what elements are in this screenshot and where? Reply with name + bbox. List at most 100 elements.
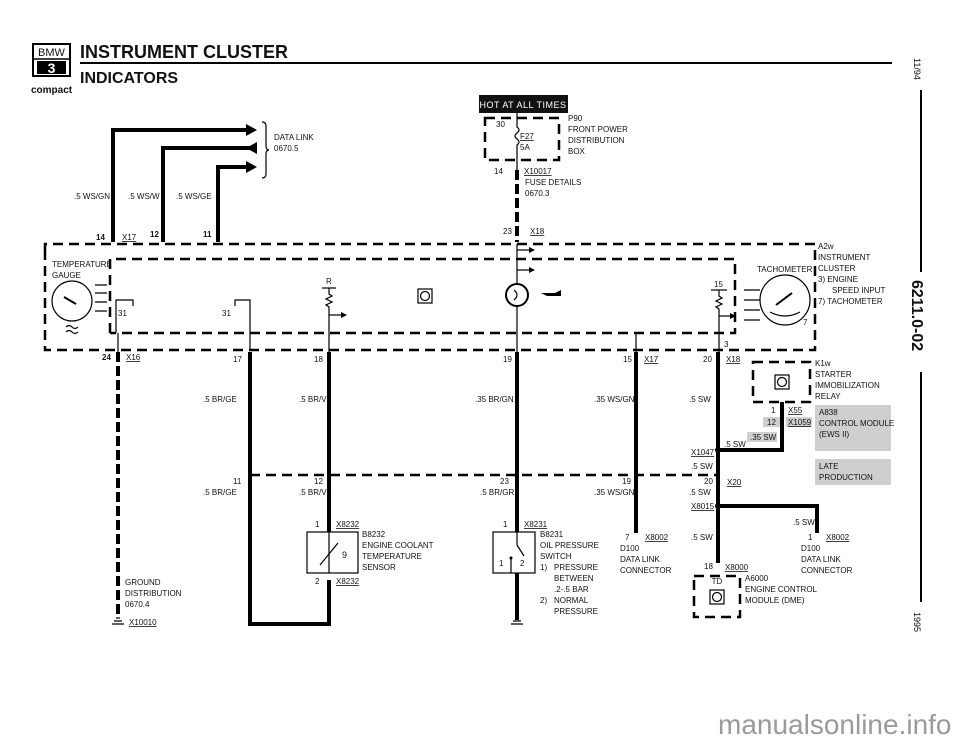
svg-text:30: 30 — [496, 120, 505, 129]
svg-text:X8232: X8232 — [336, 520, 360, 529]
sw-wiring: .5 SW X8015 .5 SW 1 X8002 D100 DATA LINK… — [691, 462, 853, 575]
svg-text:X1047: X1047 — [691, 448, 715, 457]
wire-labels: .5 BR/GE .5 BR/VI .35 BR/GN .35 WS/GN .5… — [203, 395, 742, 497]
svg-text:HOT AT ALL TIMES: HOT AT ALL TIMES — [479, 100, 566, 110]
tachometer: TACHOMETER 15 7 3 — [635, 265, 813, 355]
watermark: manualsonline.info — [718, 709, 952, 740]
svg-text:TEMPERATURE: TEMPERATURE — [52, 260, 112, 269]
svg-text:14: 14 — [96, 233, 105, 242]
svg-text:GROUND: GROUND — [125, 578, 161, 587]
svg-text:7: 7 — [803, 318, 808, 327]
svg-text:X8231: X8231 — [524, 520, 548, 529]
svg-text:GAUGE: GAUGE — [52, 271, 81, 280]
svg-text:6211.0-02: 6211.0-02 — [908, 280, 925, 351]
svg-text:1): 1) — [540, 563, 547, 572]
oil-can-icon — [541, 290, 561, 296]
svg-text:.5 BR/GE: .5 BR/GE — [203, 395, 237, 404]
svg-text:11/94: 11/94 — [912, 58, 922, 80]
svg-text:20: 20 — [704, 477, 713, 486]
svg-text:19: 19 — [503, 355, 512, 364]
svg-text:CONNECTOR: CONNECTOR — [620, 566, 672, 575]
svg-text:23: 23 — [500, 477, 509, 486]
svg-text:DATA LINK: DATA LINK — [801, 555, 841, 564]
data-link-wires-top: DATA LINK 0670.5 .5 WS/GN .5 WS/W .5 WS/… — [74, 121, 314, 242]
svg-text:X17: X17 — [122, 233, 137, 242]
svg-text:.5 SW: .5 SW — [724, 440, 746, 449]
svg-text:R: R — [326, 277, 332, 286]
svg-text:X10017: X10017 — [524, 167, 552, 176]
svg-text:OIL PRESSURE: OIL PRESSURE — [540, 541, 599, 550]
svg-text:19: 19 — [622, 477, 631, 486]
svg-text:X17: X17 — [644, 355, 659, 364]
svg-text:DATA LINK: DATA LINK — [274, 133, 314, 142]
svg-text:0670.4: 0670.4 — [125, 600, 150, 609]
svg-text:DISTRIBUTION: DISTRIBUTION — [568, 136, 625, 145]
svg-text:.35 SW: .35 SW — [750, 433, 777, 442]
svg-text:A838: A838 — [819, 408, 838, 417]
svg-text:.5 SW: .5 SW — [691, 533, 713, 542]
svg-text:.35 WS/GN: .35 WS/GN — [594, 488, 635, 497]
svg-text:.5 BR/VI: .5 BR/VI — [299, 488, 329, 497]
svg-text:X8015: X8015 — [691, 502, 715, 511]
svg-text:5A: 5A — [520, 143, 530, 152]
svg-text:X8232: X8232 — [336, 577, 360, 586]
svg-text:(EWS II): (EWS II) — [819, 430, 850, 439]
svg-text:F27: F27 — [520, 132, 534, 141]
svg-text:TD: TD — [712, 577, 723, 586]
fuse-box-p90: 30 F27 5A P90 FRONT POWER DISTRIBUTION B… — [483, 113, 628, 242]
svg-text:1: 1 — [499, 559, 504, 568]
svg-text:INSTRUMENT: INSTRUMENT — [818, 253, 871, 262]
hot-at-all-times-badge: HOT AT ALL TIMES — [479, 95, 568, 113]
side-margin: 11/94 6211.0-02 1995 — [908, 58, 925, 632]
svg-text:RELAY: RELAY — [815, 392, 841, 401]
svg-text:23: 23 — [503, 227, 512, 236]
bmw-3-compact-logo: BMW 3 compact — [31, 43, 73, 96]
svg-text:MODULE (DME): MODULE (DME) — [745, 596, 805, 605]
svg-text:15: 15 — [714, 280, 723, 289]
svg-text:1: 1 — [808, 533, 813, 542]
svg-text:NORMAL: NORMAL — [554, 596, 589, 605]
svg-text:2: 2 — [520, 559, 525, 568]
svg-text:B8232: B8232 — [362, 530, 386, 539]
svg-text:31: 31 — [118, 309, 127, 318]
oil-pressure-switch: 1 X8231 1 2 B8231 OIL PRESSURE SWITCH 1)… — [492, 520, 599, 625]
svg-text:.35 WS/GN: .35 WS/GN — [594, 395, 635, 404]
svg-text:CONNECTOR: CONNECTOR — [801, 566, 853, 575]
svg-text:9: 9 — [342, 550, 347, 560]
starter-immobilization-relay: K1w STARTER IMMOBILIZATION RELAY 1 X55 1… — [691, 359, 880, 457]
svg-text:3: 3 — [724, 340, 729, 349]
svg-text:.5 BR/GE: .5 BR/GE — [203, 488, 237, 497]
svg-text:0670.5: 0670.5 — [274, 144, 299, 153]
ground-icon — [112, 617, 124, 625]
svg-text:12: 12 — [767, 418, 776, 427]
svg-text:18: 18 — [314, 355, 323, 364]
svg-text:TACHOMETER: TACHOMETER — [757, 265, 813, 274]
svg-text:FRONT POWER: FRONT POWER — [568, 125, 628, 134]
svg-text:SWITCH: SWITCH — [540, 552, 572, 561]
svg-text:D100: D100 — [620, 544, 640, 553]
svg-text:.5 BR/VI: .5 BR/VI — [299, 395, 329, 404]
svg-text:X16: X16 — [126, 353, 141, 362]
cluster-output-pins: 24 X16 17 18 19 15 X17 20 X18 — [102, 353, 741, 364]
svg-text:LATE: LATE — [819, 462, 838, 471]
svg-text:compact: compact — [31, 85, 73, 96]
svg-text:BETWEEN: BETWEEN — [554, 574, 594, 583]
svg-text:0670.3: 0670.3 — [525, 189, 550, 198]
ews-ii-note: A838 CONTROL MODULE (EWS II) LATE PRODUC… — [815, 405, 894, 485]
svg-text:X20: X20 — [727, 478, 742, 487]
svg-text:BMW: BMW — [38, 47, 66, 59]
svg-text:DISTRIBUTION: DISTRIBUTION — [125, 589, 182, 598]
engine-control-module-dme: 18 X8000 TD A6000 ENGINE CONTROL MODULE … — [692, 562, 818, 619]
svg-text:15: 15 — [623, 355, 632, 364]
svg-text:TEMPERATURE: TEMPERATURE — [362, 552, 422, 561]
svg-text:2: 2 — [315, 577, 320, 586]
svg-text:12: 12 — [150, 230, 159, 239]
svg-text:A2w: A2w — [818, 242, 834, 251]
svg-text:ENGINE CONTROL: ENGINE CONTROL — [745, 585, 818, 594]
ews-icon — [417, 288, 433, 304]
svg-text:12: 12 — [314, 477, 323, 486]
page-subtitle: INDICATORS — [80, 70, 178, 87]
svg-text:14: 14 — [494, 167, 503, 176]
engine-coolant-temperature-sensor: 1 X8232 9 2 X8232 B8232 ENGINE COOLANT T… — [306, 520, 434, 586]
